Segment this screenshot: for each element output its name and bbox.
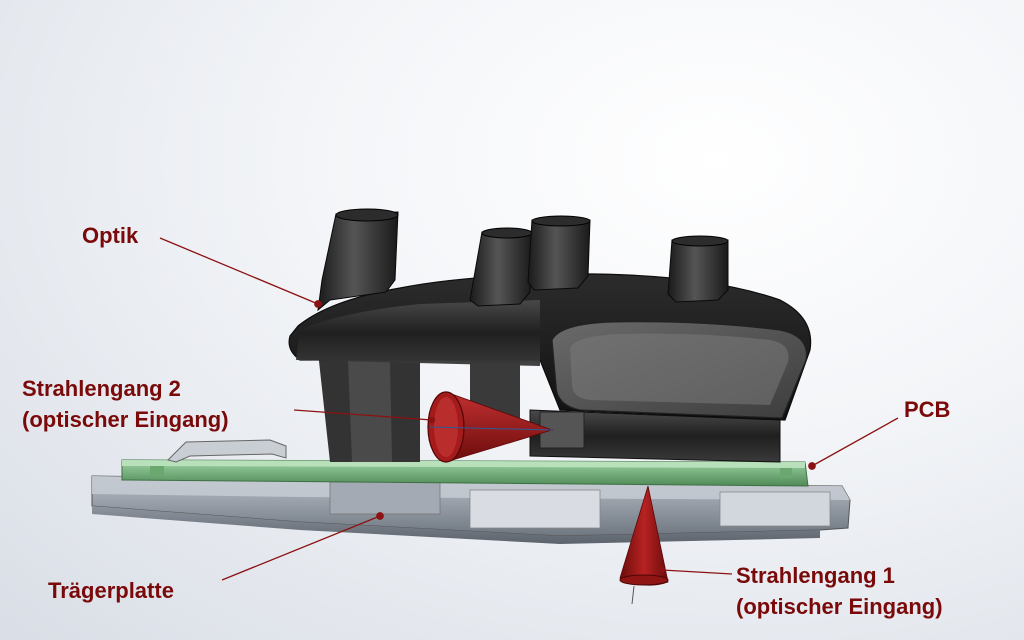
pcb-board	[121, 459, 809, 487]
label-strahlengang-1: Strahlengang 1 (optischer Eingang)	[736, 560, 943, 622]
label-traegerplatte: Trägerplatte	[48, 575, 174, 606]
label-strahlengang-2-line1: Strahlengang 2	[22, 376, 181, 401]
optic-posts	[317, 208, 729, 312]
leader-strahlengang-2	[293, 409, 433, 421]
leader-strahlengang-1	[661, 569, 733, 575]
optics-housing	[288, 273, 812, 421]
leader-lines	[159, 237, 899, 581]
label-strahlengang-1-line2: (optischer Eingang)	[736, 594, 943, 619]
beam-path-1-cone	[619, 485, 669, 605]
leader-pcb	[811, 417, 899, 467]
label-strahlengang-2: Strahlengang 2 (optischer Eingang)	[22, 373, 229, 435]
label-optik-text: Optik	[82, 223, 139, 248]
leader-traegerplatte	[221, 515, 381, 581]
label-strahlengang-2-line2: (optischer Eingang)	[22, 407, 229, 432]
label-pcb-text: PCB	[904, 397, 951, 422]
carrier-plate	[91, 475, 851, 544]
leader-optik	[159, 237, 319, 305]
label-optik: Optik	[82, 220, 138, 251]
housing-supports	[318, 352, 781, 463]
label-traegerplatte-text: Trägerplatte	[48, 578, 174, 603]
metal-clip	[167, 439, 287, 463]
beam-path-2-cone	[427, 391, 554, 463]
label-pcb: PCB	[904, 394, 950, 425]
label-strahlengang-1-line1: Strahlengang 1	[736, 563, 895, 588]
